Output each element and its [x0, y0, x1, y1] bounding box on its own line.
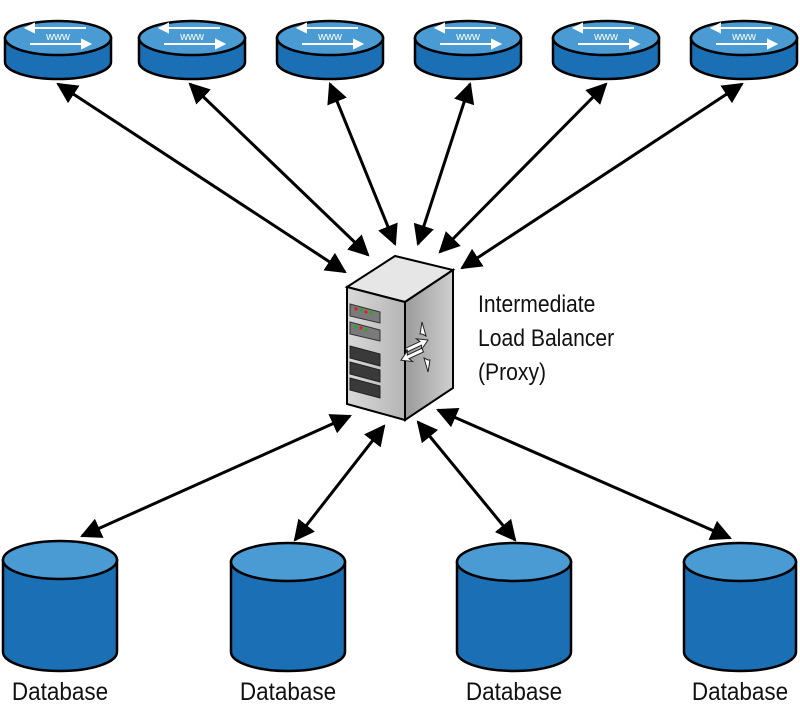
connector-database-4 — [436, 407, 732, 541]
database-4 — [682, 541, 798, 673]
router-label: www — [179, 31, 204, 43]
connector-router-1 — [56, 82, 347, 274]
connector-database-3 — [416, 420, 517, 542]
database-label-2: Database — [239, 678, 337, 706]
www-arrows-icon — [295, 22, 365, 50]
load-balancer-label-line-2: Load Balancer — [478, 325, 615, 352]
router-label: www — [593, 31, 618, 43]
router-4: www — [413, 19, 523, 81]
router-3: www — [275, 19, 385, 81]
connector-database-2 — [293, 424, 386, 542]
database-row — [1, 539, 798, 673]
www-arrows-icon — [709, 22, 779, 50]
www-arrows-icon — [571, 22, 641, 50]
server-side-face — [404, 268, 454, 422]
www-arrows-icon — [433, 22, 503, 50]
database-label-4: Database — [691, 678, 789, 706]
load-balancer-label: Intermediate Load Balancer (Proxy) — [478, 288, 614, 390]
database-icon — [682, 541, 798, 583]
router-label: www — [45, 31, 70, 43]
proxy-server — [344, 254, 456, 422]
database-icon — [1, 539, 119, 581]
database-2 — [229, 541, 347, 673]
load-balancer-label-line-3: (Proxy) — [478, 359, 547, 386]
database-icon — [455, 541, 573, 583]
router-label: www — [455, 31, 480, 43]
router-row: www www www ww — [3, 19, 799, 81]
database-3 — [455, 541, 573, 673]
database-connectors — [80, 407, 732, 542]
load-balancer-label-line-1: Intermediate — [478, 291, 596, 318]
router-connectors — [56, 82, 744, 274]
database-label-3: Database — [465, 678, 563, 706]
connector-database-1 — [80, 414, 352, 538]
router-label: www — [731, 31, 756, 43]
routing-arrows-icon — [400, 321, 431, 373]
database-icon — [229, 541, 347, 583]
connector-router-3 — [327, 82, 398, 246]
router-5: www — [551, 19, 661, 81]
connector-router-4 — [413, 82, 475, 246]
router-2: www — [137, 19, 247, 81]
www-arrows-icon — [157, 22, 227, 50]
connector-router-6 — [460, 82, 744, 270]
database-label-1: Database — [11, 678, 109, 706]
database-1 — [1, 539, 119, 673]
router-6: www — [689, 19, 799, 81]
www-arrows-icon — [23, 22, 93, 50]
router-1: www — [3, 19, 113, 81]
router-label: www — [317, 31, 342, 43]
